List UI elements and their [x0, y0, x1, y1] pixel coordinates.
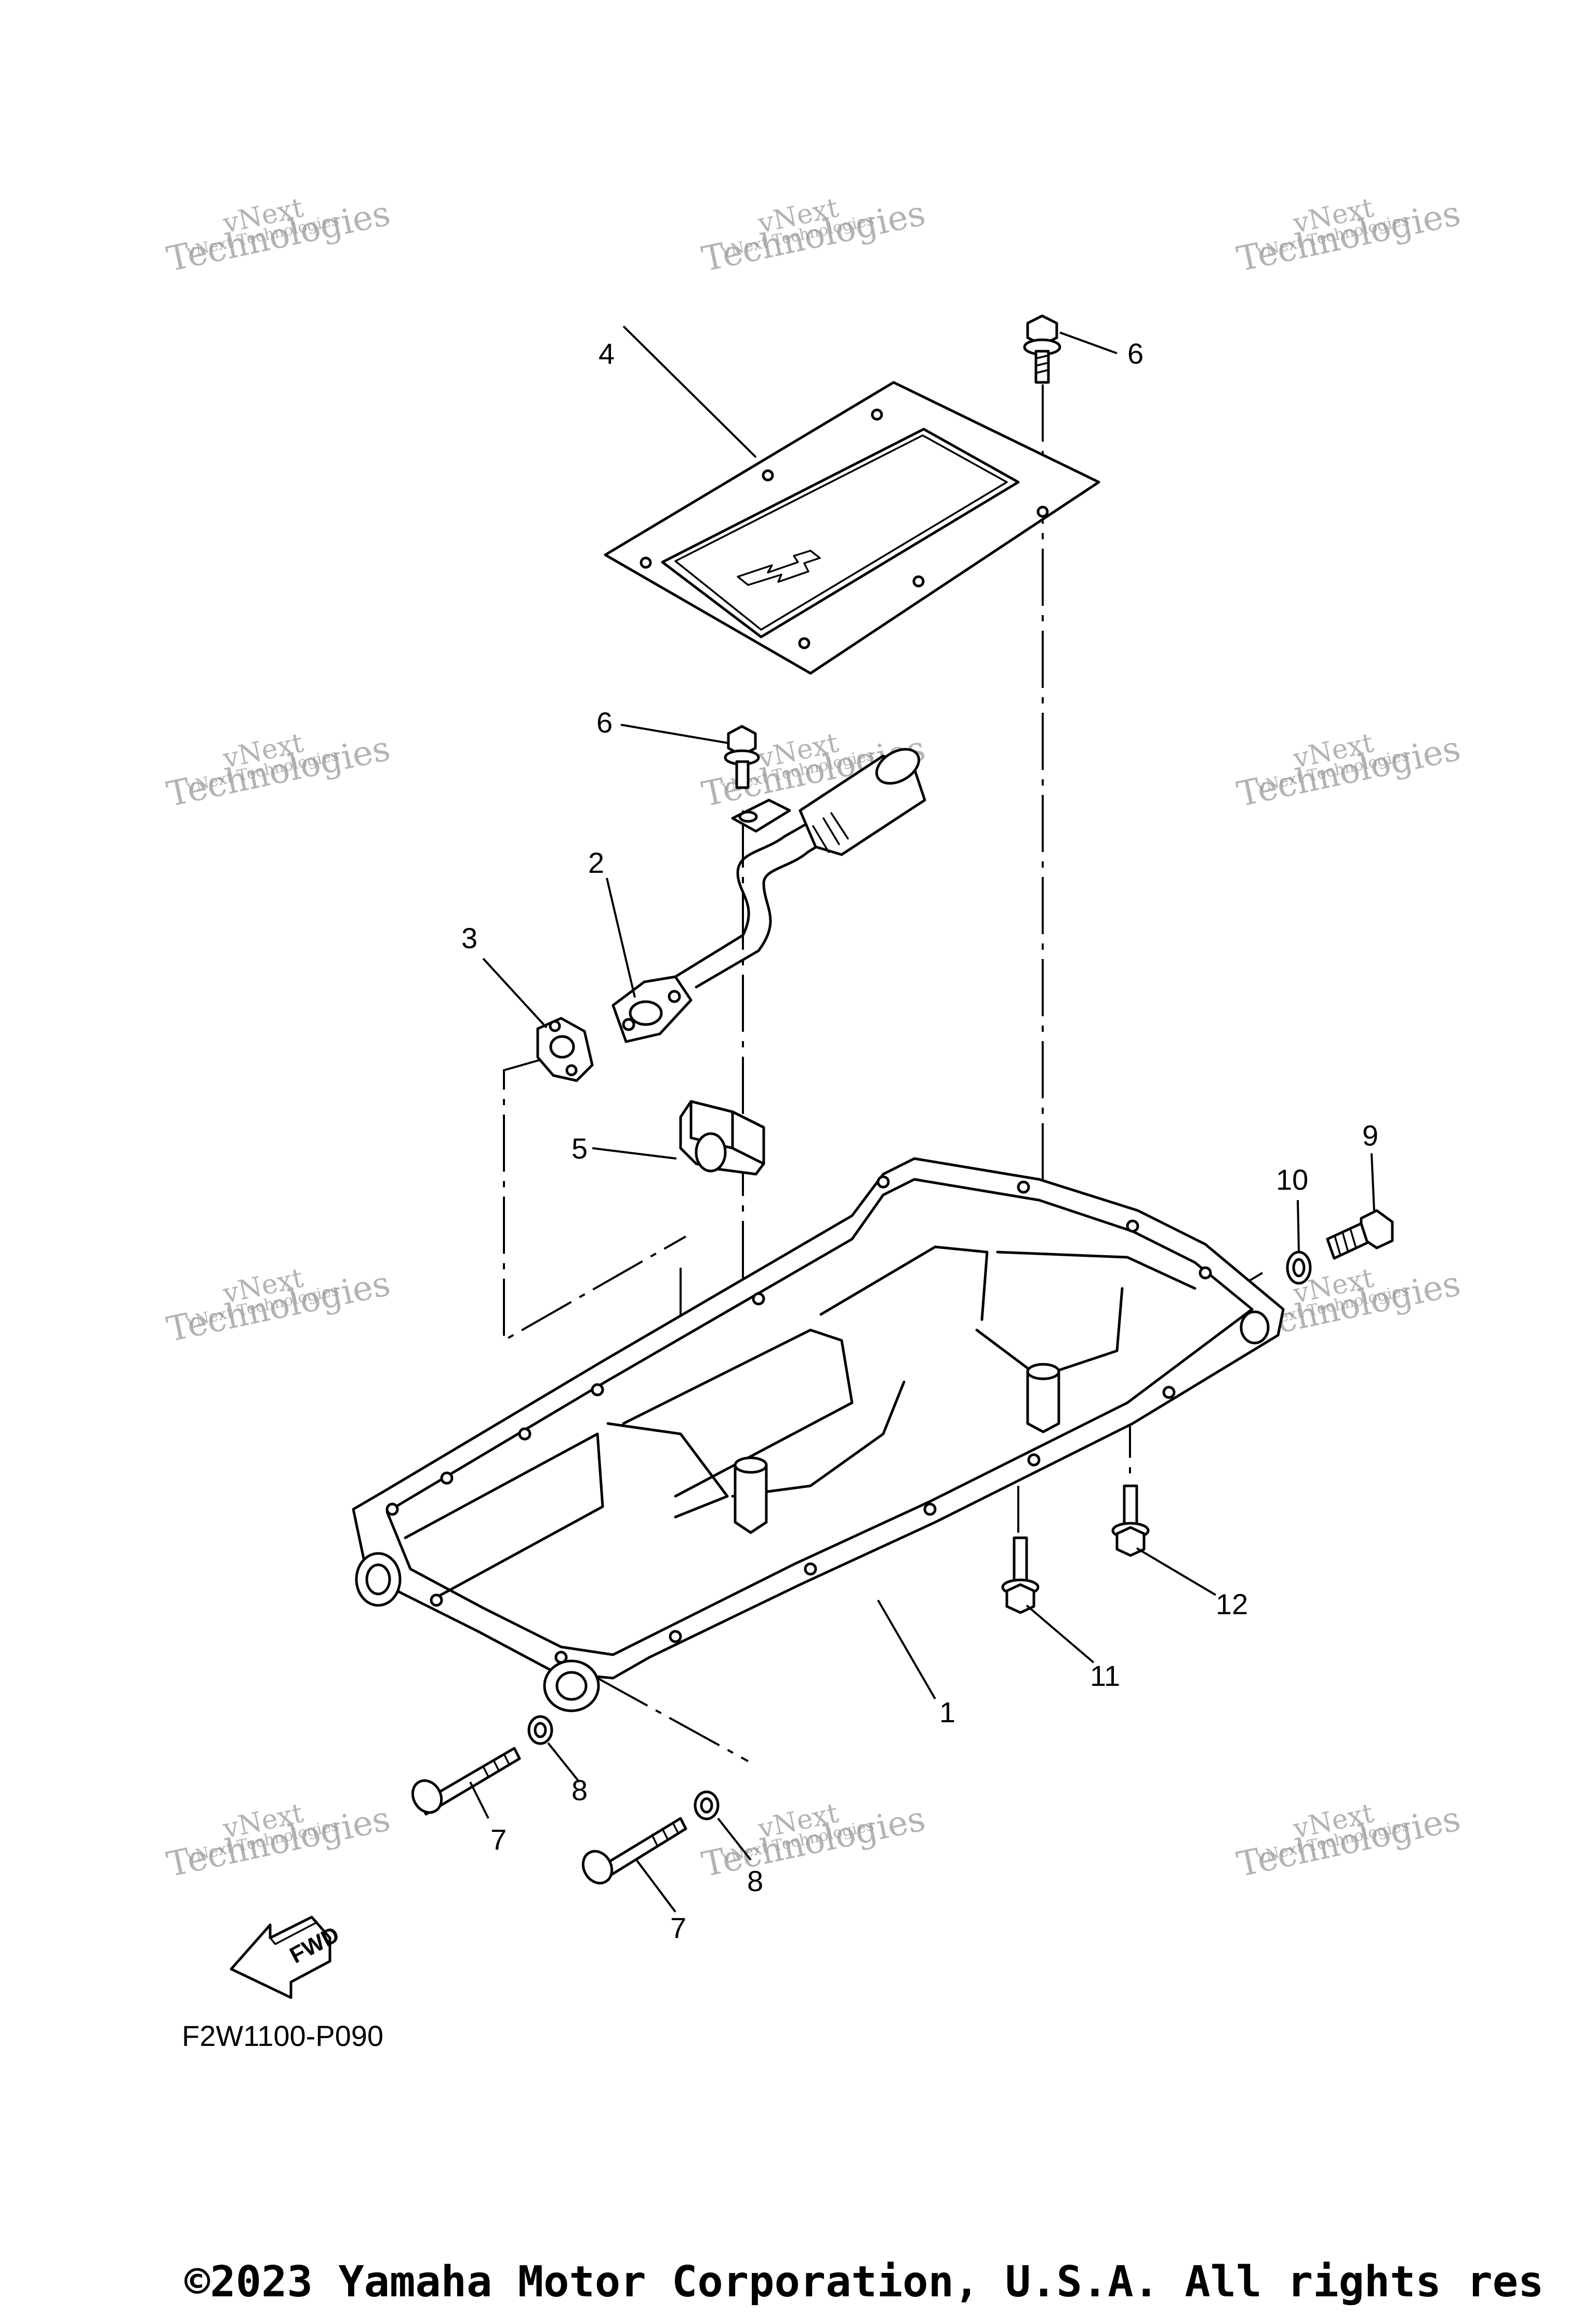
part-label-4[interactable]: 4 [598, 337, 615, 370]
fwd-direction-arrow: FWD [230, 1916, 343, 1999]
washer-8b [694, 1790, 720, 1820]
pan-bolt-holes [385, 1175, 1269, 1664]
flange-bolt-11 [1001, 1536, 1040, 1614]
part-label-7-a[interactable]: 7 [490, 1823, 507, 1856]
part-label-11[interactable]: 11 [1090, 1659, 1120, 1692]
drain-bolt [1326, 1209, 1394, 1260]
flange-bolt-top [1023, 314, 1061, 384]
watermark: vNext Technologies vNext Technologies [1233, 1798, 1464, 1885]
watermark: vNext Technologies vNext Technologies [163, 727, 393, 815]
socket-bolt-7a [411, 1747, 521, 1816]
oil-pipe-assembly [611, 725, 926, 1043]
watermark: vNext Technologies vNext Technologies [698, 192, 928, 280]
copyright-notice: ©2023 Yamaha Motor Corporation, U.S.A. A… [184, 2257, 1544, 2307]
part-label-6-top[interactable]: 6 [1127, 337, 1143, 370]
part-label-7-b[interactable]: 7 [670, 1911, 686, 1944]
leader-lines [469, 325, 1375, 1913]
part-label-8-b[interactable]: 8 [747, 1865, 763, 1897]
washer-8a [527, 1715, 553, 1745]
part-number-labels: 4 6 6 2 3 5 9 10 12 11 1 8 7 8 7 [461, 337, 1378, 1944]
watermark: vNext Technologies vNext Technologies [1233, 192, 1464, 280]
watermark: vNext Technologies vNext Technologies [163, 192, 393, 280]
part-label-3[interactable]: 3 [461, 922, 477, 954]
part-label-12[interactable]: 12 [1216, 1588, 1248, 1620]
gasket [536, 1017, 594, 1082]
part-label-5[interactable]: 5 [571, 1132, 588, 1165]
part-label-10[interactable]: 10 [1276, 1163, 1308, 1196]
part-label-1[interactable]: 1 [939, 1696, 955, 1728]
flange-bolt-12 [1111, 1484, 1150, 1557]
diagram-code: F2W1100-P090 [182, 2019, 383, 2052]
oil-pan [352, 1157, 1285, 1712]
oil-pan-cover [604, 381, 1100, 675]
part-label-9[interactable]: 9 [1362, 1119, 1378, 1152]
watermark: vNext Technologies vNext Technologies [163, 1798, 393, 1885]
baffle [679, 1100, 765, 1176]
part-label-2[interactable]: 2 [588, 846, 604, 879]
part-label-8-a[interactable]: 8 [571, 1774, 588, 1806]
part-label-6-mid[interactable]: 6 [596, 706, 613, 739]
watermark: vNext Technologies vNext Technologies [1233, 727, 1464, 815]
watermark: vNext Technologies vNext Technologies [163, 1262, 393, 1350]
drain-washer [1286, 1251, 1312, 1285]
socket-bolt-7b [581, 1817, 687, 1885]
